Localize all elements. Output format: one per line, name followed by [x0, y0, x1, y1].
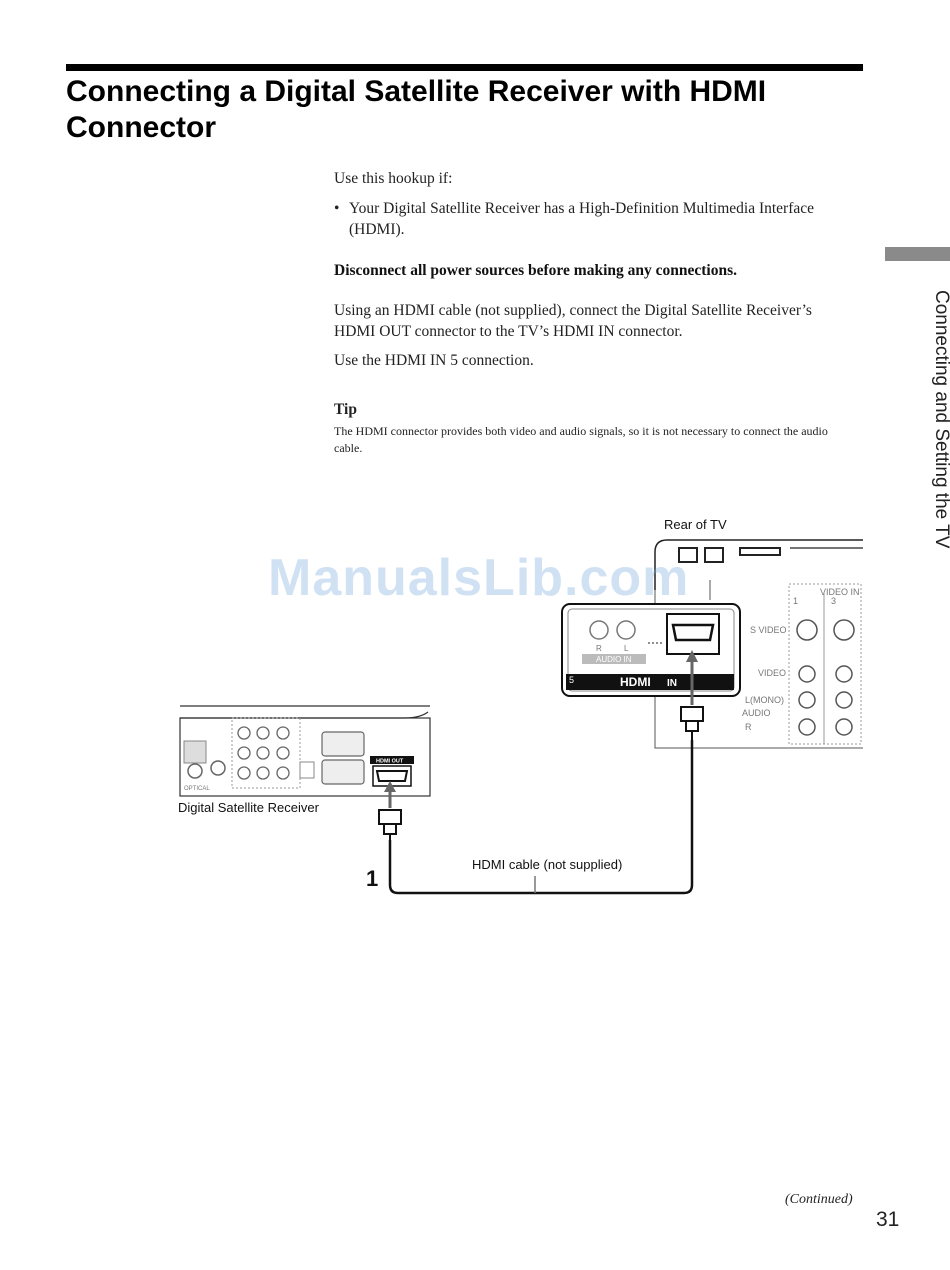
audio-l-text: L [624, 644, 629, 653]
warning-text: Disconnect all power sources before maki… [334, 262, 737, 279]
hdmi-plug-icon [378, 809, 402, 825]
receiver-jack [237, 746, 251, 760]
audio-label: AUDIO [742, 708, 771, 718]
receiver-dsub-port [321, 731, 365, 757]
tip-heading: Tip [334, 401, 357, 418]
receiver-jack [256, 726, 270, 740]
video-in-3-label: 3 [831, 596, 836, 606]
watermark: ManualsLib.com [268, 549, 690, 607]
receiver-jack [237, 726, 251, 740]
audio-l-jack [835, 691, 853, 709]
rear-of-tv-label: Rear of TV [664, 517, 727, 532]
audio-l-jack [798, 691, 816, 709]
hdmi-port-number: 5 [569, 675, 574, 685]
tv-top-port [704, 547, 724, 563]
audio-r-jack [835, 718, 853, 736]
l-mono-label: L(MONO) [745, 695, 784, 705]
receiver-dsub-port [321, 759, 365, 785]
audio-r-jack [798, 718, 816, 736]
receiver-label: Digital Satellite Receiver [178, 800, 319, 815]
receiver-jack [256, 746, 270, 760]
receiver-jack [276, 746, 290, 760]
tv-top-port [678, 547, 698, 563]
tv-top-slot [739, 547, 781, 556]
section-tab-marker [885, 247, 950, 261]
tv-top-outline [654, 539, 863, 590]
page-title: Connecting a Digital Satellite Receiver … [66, 75, 767, 144]
hdmi-in-port [671, 623, 715, 642]
audio-in-jack-r [589, 620, 609, 640]
audio-r-text: R [596, 644, 602, 653]
s-video-jack [796, 619, 818, 641]
video-jack [835, 665, 853, 683]
receiver-jack [237, 766, 251, 780]
receiver-jack [256, 766, 270, 780]
list-item: • Your Digital Satellite Receiver has a … [334, 198, 834, 240]
bullet-marker: • [334, 200, 340, 217]
audio-in-label: AUDIO IN [596, 655, 632, 664]
step-number: 1 [366, 866, 379, 891]
hdmi-out-port [375, 770, 409, 782]
tip-text: The HDMI connector provides both video a… [334, 424, 828, 455]
receiver-top [180, 705, 430, 719]
hdmi-logo: HDMI [620, 675, 651, 689]
bullet-text: Your Digital Satellite Receiver has a Hi… [349, 200, 815, 238]
s-video-label: S VIDEO [750, 625, 787, 635]
audio-in-label-box [582, 654, 646, 664]
receiver-rear-panel [179, 717, 431, 797]
r-label: R [745, 722, 752, 732]
page-number: 31 [876, 1208, 900, 1231]
optical-label: OPTICAL [184, 786, 210, 792]
arrow-icon [384, 781, 396, 792]
video-in-block [788, 583, 862, 745]
instruction-text-2: Use the HDMI IN 5 connection. [334, 352, 534, 369]
intro-text: Use this hookup if: [334, 170, 453, 187]
optical-jack [187, 763, 203, 779]
hdmi-out-label-box [370, 756, 414, 764]
receiver-jack [276, 726, 290, 740]
cable-label: HDMI cable (not supplied) [472, 857, 623, 872]
title-rule [66, 64, 863, 71]
audio-in-jack-l [616, 620, 636, 640]
video-in-label: VIDEO IN [820, 587, 860, 597]
receiver-jack [276, 766, 290, 780]
video-jack [798, 665, 816, 683]
video-label: VIDEO [758, 668, 786, 678]
section-tab-label: Connecting and Setting the TV [931, 290, 950, 549]
body-text: Use this hookup if: • Your Digital Satel… [334, 168, 834, 457]
arrow-icon [686, 650, 698, 662]
hdmi-out-label: HDMI OUT [376, 759, 404, 765]
hdmi-cable [388, 740, 694, 895]
hdmi-in-label: IN [667, 678, 677, 689]
instruction-text: Using an HDMI cable (not supplied), conn… [334, 302, 812, 340]
video-in-1-label: 1 [793, 596, 798, 606]
s-video-jack [833, 619, 855, 641]
hdmi-plug-icon [680, 706, 704, 722]
continued-note: (Continued) [785, 1192, 853, 1207]
